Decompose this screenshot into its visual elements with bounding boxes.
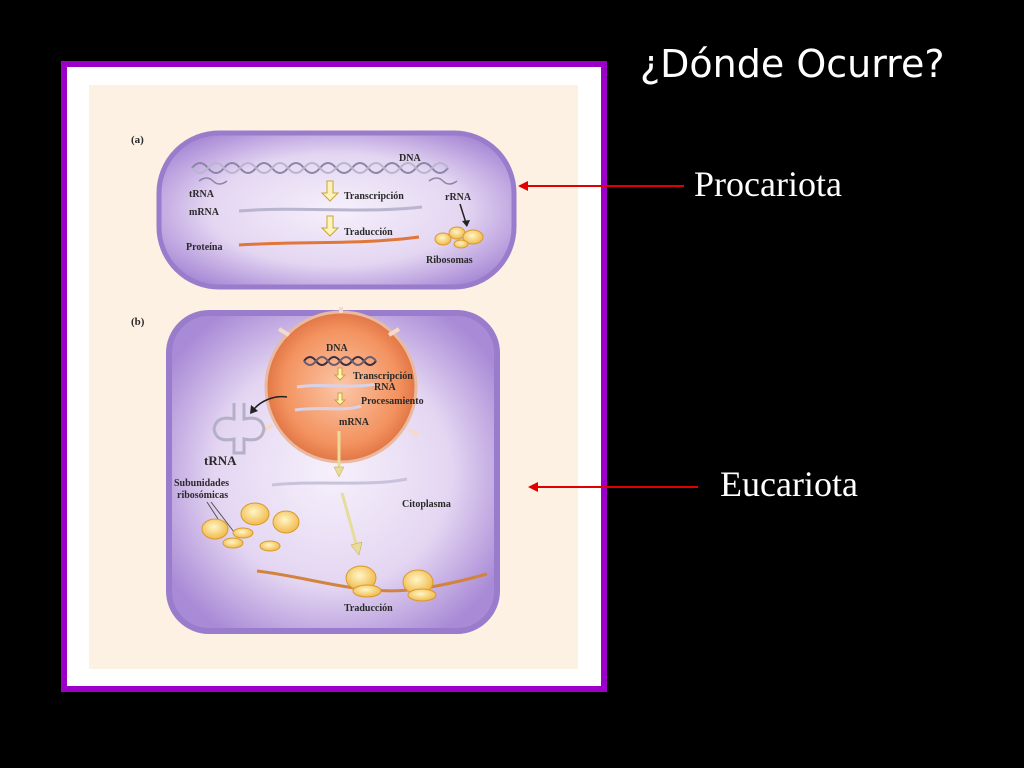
- cytoplasm-mrna-strand: [271, 477, 408, 487]
- subunits-pointer-1: [206, 501, 221, 523]
- prokaryote-ribosomes: [434, 226, 484, 249]
- eukaryote-translation-label: Traducción: [344, 603, 393, 614]
- translation-mrna-strand: [256, 569, 488, 593]
- prokaryote-translation-label: Traducción: [344, 227, 393, 238]
- prokaryote-ribosomes-label: Ribosomas: [426, 255, 473, 266]
- eukaryote-pointer-arrow: [528, 482, 698, 492]
- eukaryote-processing-arrow: [333, 392, 347, 406]
- prokaryote-protein-label: Proteína: [186, 242, 222, 253]
- eukaryote-trna-label: tRNA: [204, 453, 237, 468]
- eukaryote-processing-label: Procesamiento: [361, 396, 424, 407]
- prokaryote-pointer-arrow: [518, 181, 684, 191]
- subunits-pointer-2: [210, 501, 235, 533]
- prokaryote-dna-strand-2: [191, 162, 449, 174]
- translating-ribosomes: [345, 565, 437, 602]
- panel-b-tag: (b): [131, 316, 145, 328]
- mrna-to-translation-arrow: [340, 492, 359, 548]
- prokaryote-rrna-label: rRNA: [445, 192, 472, 203]
- eukaryote-rna-strand: [296, 382, 378, 389]
- cytoplasm-label: Citoplasma: [402, 499, 451, 510]
- prokaryote-rrna-arrow: [459, 203, 467, 224]
- eukaryote-processed-rna-strand: [294, 404, 362, 412]
- eukaryote-transcription-label: Transcripción: [353, 371, 413, 382]
- prokaryote-trna-label: tRNA: [189, 189, 215, 200]
- slide-title: ¿Dónde Ocurre?: [640, 42, 945, 86]
- nucleus-to-trna-arrow: [253, 395, 288, 410]
- nucleus-to-cytoplasm-arrowhead: [333, 466, 345, 478]
- prokaryote-transcription-arrow: [320, 180, 340, 202]
- ribosomal-subunits: [201, 502, 300, 552]
- prokaryote-mrna-label: mRNA: [189, 207, 220, 218]
- prokaryote-trna-squiggle: [198, 177, 228, 185]
- eukaryote-label: Eucariota: [720, 464, 858, 504]
- prokaryote-protein-strand: [238, 235, 420, 247]
- prokaryote-mrna-strand: [238, 205, 423, 213]
- mrna-to-translation-arrowhead: [350, 541, 363, 556]
- panel-a-tag: (a): [131, 134, 144, 146]
- eukaryote-rna-label: RNA: [374, 382, 396, 393]
- eukaryote-dna-label: DNA: [326, 343, 348, 354]
- nucleus-to-trna-arrowhead: [250, 405, 258, 414]
- subunits-label-line-1: Subunidades: [174, 478, 229, 489]
- subunits-label-line-2: ribosómicas: [177, 490, 228, 501]
- transcription-translation-diagram: (a) DNA tRNA rRNA Transcripción mRNA Tra…: [89, 85, 578, 669]
- nuclear-pores: [261, 307, 420, 437]
- eukaryote-mrna-label: mRNA: [339, 417, 370, 428]
- prokaryote-dna-label: DNA: [399, 153, 421, 164]
- trna-cloverleaf: [212, 403, 266, 455]
- prokaryote-rrna-arrowhead: [462, 220, 470, 227]
- prokaryote-label: Procariota: [694, 164, 842, 204]
- prokaryote-transcription-label: Transcripción: [344, 191, 404, 202]
- eukaryote-transcription-arrow: [333, 367, 347, 381]
- prokaryote-rrna-squiggle: [428, 177, 458, 185]
- eukaryote-dna-strand-2: [303, 356, 377, 366]
- prokaryote-translation-arrow: [320, 215, 340, 237]
